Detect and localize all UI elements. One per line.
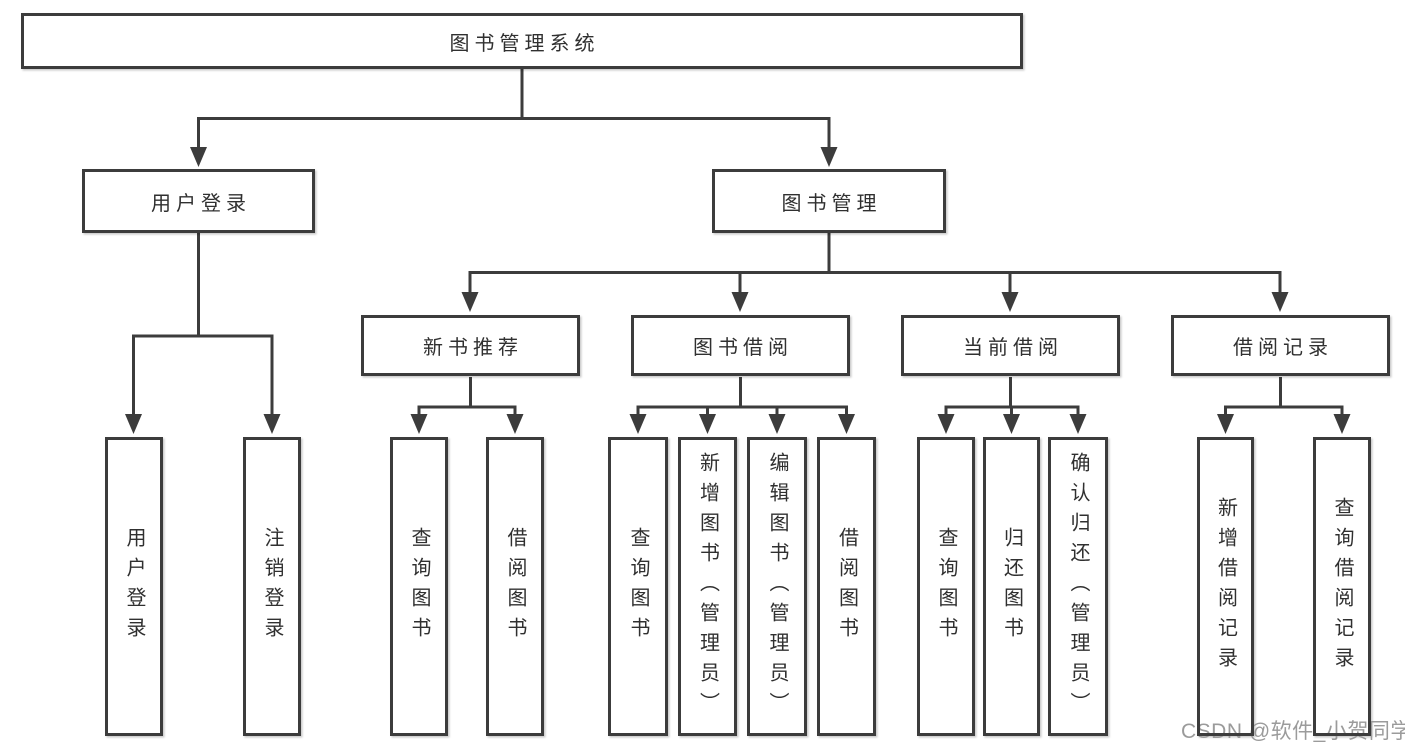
connector-borrow-children (636, 377, 848, 414)
leaf-confirm-return-admin: 确认归还（管理员） (1048, 437, 1108, 736)
arrowhead (1069, 414, 1087, 434)
leaf-query-books-2: 查询图书 (608, 437, 668, 736)
leaf-borrow-books-1: 借阅图书 (486, 437, 544, 736)
arrowhead (1001, 292, 1019, 312)
arrowhead (1217, 414, 1234, 434)
leaf-logout: 注销登录 (243, 437, 301, 736)
arrowhead (125, 414, 142, 434)
leaf-add-borrow-record: 新增借阅记录 (1197, 437, 1254, 736)
connector-user-login-children (132, 233, 274, 414)
leaf-add-books-admin: 新增图书（管理员） (678, 437, 737, 736)
arrowhead (820, 147, 838, 167)
arrowhead (699, 414, 716, 434)
connector-book-mgmt-level3 (468, 233, 1282, 293)
arrowhead (937, 414, 955, 434)
connector-current-children (944, 377, 1080, 414)
leaf-query-books-1: 查询图书 (390, 437, 448, 736)
arrowhead (731, 292, 749, 312)
arrowhead (263, 414, 281, 434)
connector-new-book-children (417, 377, 517, 414)
arrowhead (838, 414, 855, 434)
node-current-borrow: 当前借阅 (901, 315, 1120, 376)
node-new-book-recommend: 新书推荐 (361, 315, 580, 376)
leaf-return-books: 归还图书 (983, 437, 1040, 736)
watermark-text: CSDN @软件_小贺同学 (1181, 720, 1405, 743)
arrowhead (190, 147, 207, 167)
connector-records-children (1224, 377, 1344, 414)
node-user-login: 用户登录 (82, 169, 315, 233)
arrowhead (768, 414, 786, 434)
leaf-borrow-books-2: 借阅图书 (817, 437, 876, 736)
node-root: 图书管理系统 (21, 13, 1023, 69)
leaf-query-books-3: 查询图书 (917, 437, 975, 736)
leaf-edit-books-admin: 编辑图书（管理员） (747, 437, 807, 736)
arrowhead (1333, 414, 1351, 434)
leaf-user-login: 用户登录 (105, 437, 163, 736)
node-book-borrow: 图书借阅 (631, 315, 850, 376)
arrowhead (461, 292, 479, 312)
arrowhead (1271, 292, 1289, 312)
arrowhead (629, 414, 647, 434)
arrowhead (1003, 414, 1020, 434)
arrowhead (410, 414, 428, 434)
connector-root-level2 (197, 69, 831, 148)
leaf-query-borrow-record: 查询借阅记录 (1313, 437, 1371, 736)
arrowhead (506, 414, 524, 434)
node-borrow-records: 借阅记录 (1171, 315, 1390, 376)
node-book-management: 图书管理 (712, 169, 946, 233)
